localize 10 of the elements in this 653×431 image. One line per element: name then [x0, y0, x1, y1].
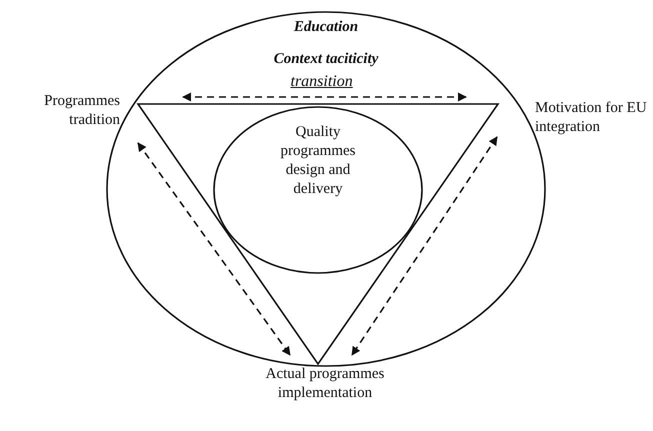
heading-text: Context taciticity [272, 50, 380, 69]
edge-label: transition [288, 73, 355, 90]
node-text: Motivation for EU integration [535, 99, 648, 137]
node-text: Quality programmes design and delivery [280, 123, 356, 199]
node-text: Actual programmes implementation [264, 365, 386, 403]
dashed-double-arrow [351, 136, 498, 356]
heading-text: Education [292, 18, 360, 37]
node-text: Programmes tradition [43, 92, 120, 130]
dashed-double-arrow [137, 142, 291, 356]
dashed-double-arrow [182, 92, 467, 102]
